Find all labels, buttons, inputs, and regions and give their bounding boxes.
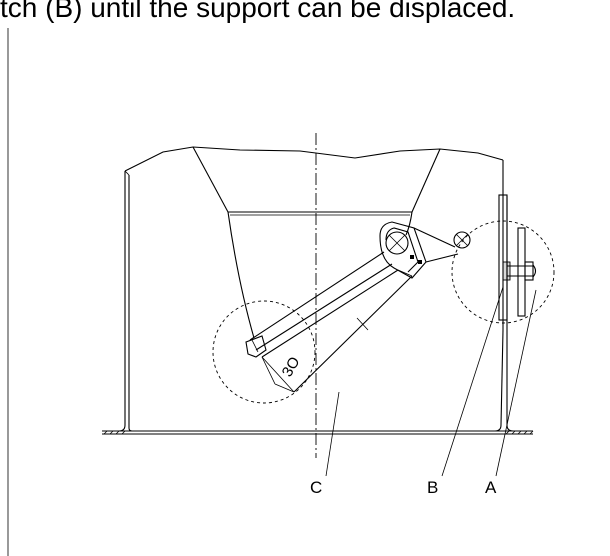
- dimension-text: 3O: [279, 354, 304, 380]
- label-b: B: [427, 478, 438, 497]
- right-wall: [494, 160, 514, 432]
- top-break-line: [124, 146, 504, 172]
- label-c: C: [310, 478, 322, 497]
- dimension-marker: [261, 356, 295, 393]
- latch-pin-circle: [453, 231, 471, 249]
- hopper: [192, 146, 441, 339]
- leader-c: [325, 391, 340, 477]
- arm-tip: [245, 335, 267, 358]
- leader-a: [495, 289, 537, 477]
- detail-circle-left: [212, 300, 316, 404]
- leader-b: [441, 286, 504, 477]
- instruction-caption: tch (B) until the support can be displac…: [0, 0, 516, 23]
- base-hatching: [103, 430, 534, 435]
- pivot-bracket: [379, 221, 471, 279]
- detail-circle-right: [451, 220, 555, 324]
- support-arm: [249, 251, 413, 393]
- latch-assembly: [498, 194, 537, 321]
- label-a: A: [485, 478, 497, 497]
- left-wall: [118, 170, 133, 432]
